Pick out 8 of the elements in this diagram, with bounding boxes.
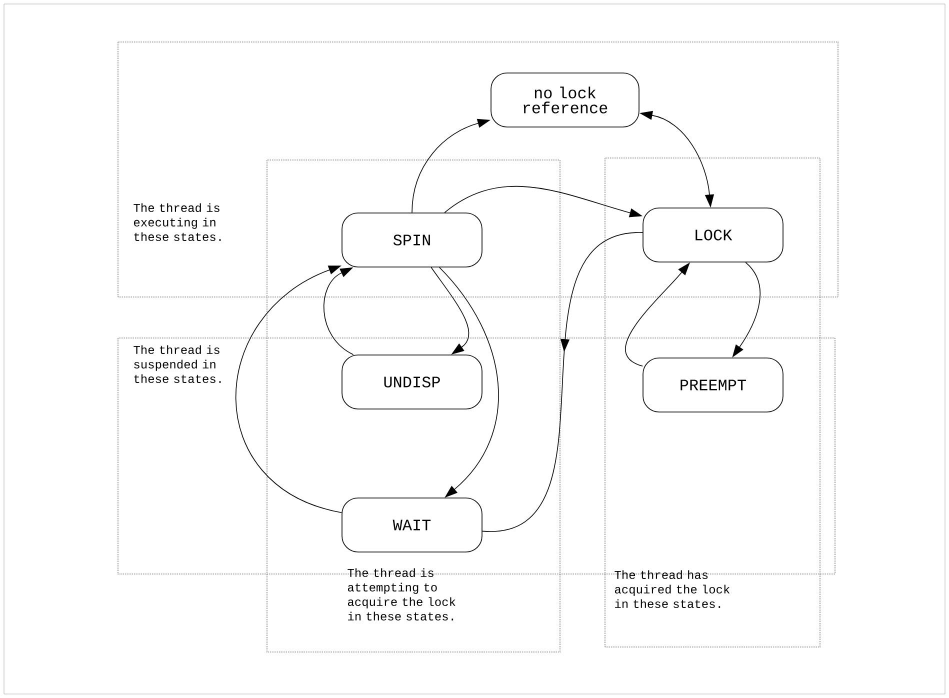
arrow: [235, 266, 342, 513]
state-box: LOCK: [642, 208, 784, 262]
state-box: UNDISP: [342, 354, 482, 410]
state-box: no lock reference: [490, 72, 640, 128]
state-box: PREEMPT: [642, 358, 784, 412]
arrow: [482, 232, 643, 532]
state-box: SPIN: [342, 212, 482, 268]
state-box: WAIT: [342, 498, 482, 552]
